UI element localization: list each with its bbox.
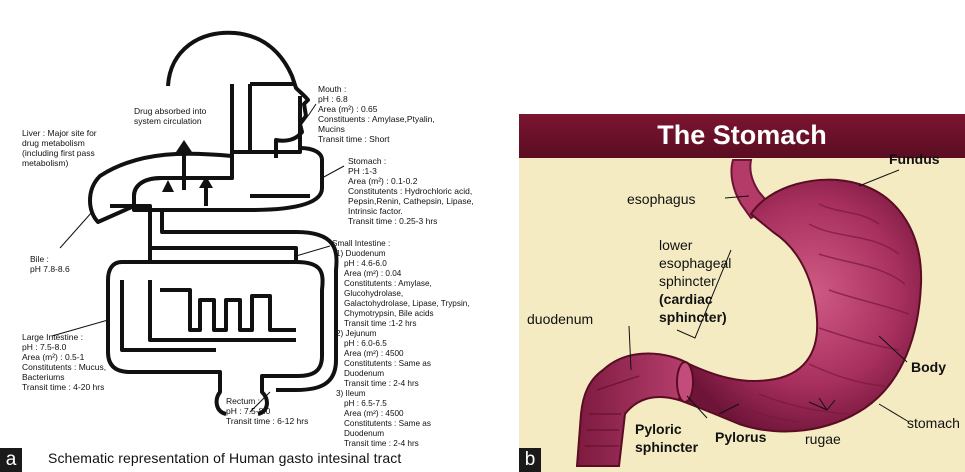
duodenum-label: duodenum — [527, 311, 593, 327]
mouth-label: Mouth : pH : 6.8 Area (m²) : 0.65 Consti… — [318, 84, 437, 144]
absorbed-note: Drug absorbed into system circulation — [134, 106, 209, 126]
lower-sphincter-label: lower esophageal sphincter — [659, 237, 735, 289]
cardiac-label: (cardiac sphincter) — [659, 291, 727, 325]
stomach-label: stomach — [907, 415, 960, 431]
gi-tract-schematic: Drug absorbed into system circulation Li… — [0, 0, 512, 472]
head-outline — [168, 33, 308, 158]
stomach-label: Stomach : PH :1-3 Area (m²) : 0.1-0.2 Co… — [348, 156, 476, 226]
duodenum-tube — [150, 210, 296, 262]
rugae-label: rugae — [805, 431, 841, 447]
panel-b-label: b — [519, 448, 541, 472]
panel-a-label: a — [0, 448, 22, 472]
pyloric-ring — [677, 362, 693, 402]
panel-a: Drug absorbed into system circulation Li… — [0, 0, 512, 472]
panel-b: The Stomach — [519, 114, 965, 472]
body-label: Body — [911, 359, 946, 375]
large-intestine-label: Large Intestine : pH : 7.5-8.0 Area (m²)… — [22, 332, 108, 392]
small-intestine-coils — [160, 290, 296, 330]
panel-a-caption: Schematic representation of Human gasto … — [48, 450, 401, 466]
fundus-label: Fundus — [889, 151, 940, 167]
esophagus-label: esophagus — [627, 191, 696, 207]
bile-label: Bile : pH 7.8-8.6 — [30, 254, 70, 274]
pylorus-label: Pylorus — [715, 429, 767, 445]
stomach-illustration: Fundus esophagus lower esophageal sphinc… — [519, 114, 965, 472]
liver-label: Liver : Major site for drug metabolism (… — [22, 128, 99, 168]
pyloric-label: Pyloric sphincter — [635, 421, 699, 455]
small-intestine-label: Small Intestine : 1) Duodenum pH : 4.6-6… — [332, 239, 472, 448]
